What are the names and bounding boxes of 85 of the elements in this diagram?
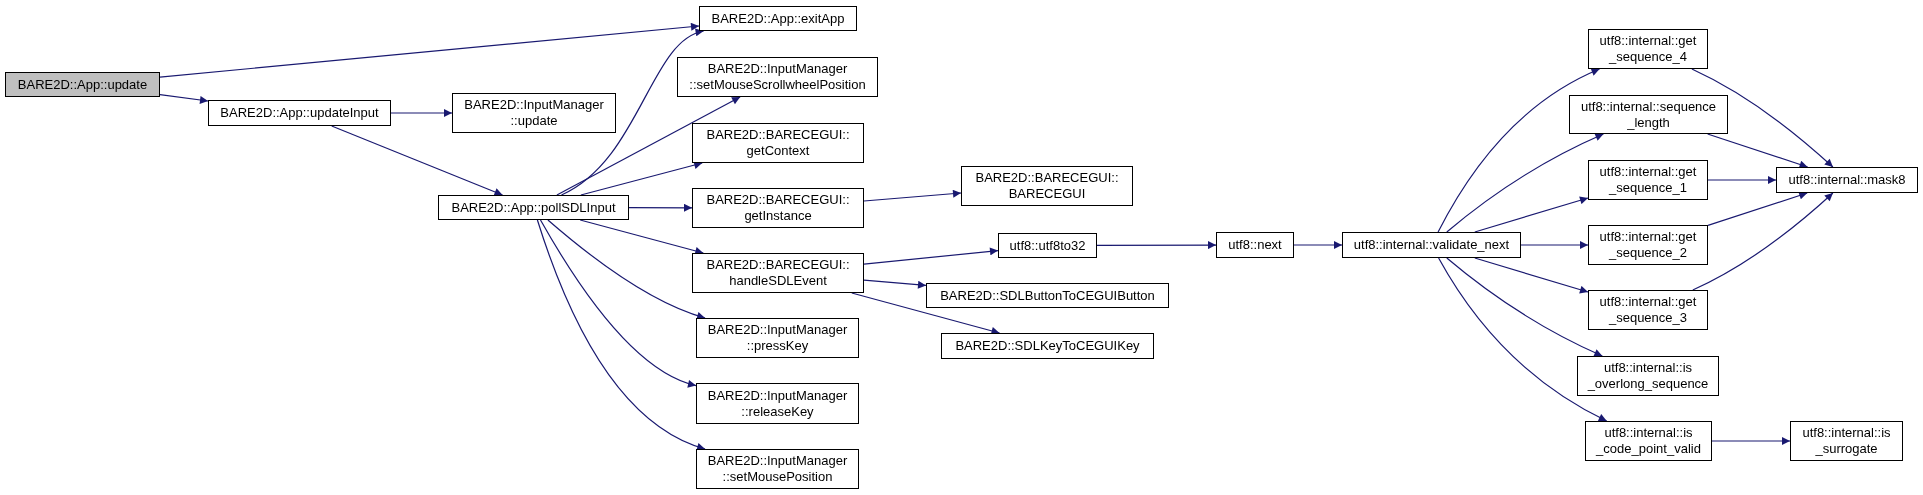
call-arrow	[628, 203, 693, 212]
function-box	[438, 195, 629, 220]
function-box	[699, 6, 857, 31]
function-name: BARE2D::InputManager ::setMouseScrollwheelPosition	[688, 61, 867, 93]
function-box	[926, 283, 1169, 308]
function-name: BARE2D::InputManager ::update	[463, 97, 605, 129]
call-arrow	[560, 29, 705, 196]
call-arrow	[1707, 133, 1809, 169]
function-name: BARE2D::SDLButtonToCEGUIButton	[940, 287, 1155, 304]
function-box	[1588, 160, 1708, 200]
call-arrow	[1711, 437, 1791, 445]
call-arrow	[331, 125, 504, 196]
call-arrow	[1707, 176, 1777, 184]
function-name: BARE2D::App::updateInput	[220, 105, 379, 121]
function-box	[998, 233, 1097, 258]
function-name: utf8::internal::sequence _length	[1579, 98, 1718, 131]
function-box	[1577, 356, 1719, 396]
call-arrow	[863, 279, 927, 289]
function-box	[1216, 232, 1294, 258]
call-arrow	[1293, 241, 1343, 249]
function-box	[692, 253, 864, 293]
function-box	[1588, 225, 1708, 265]
call-arrow	[1096, 241, 1217, 250]
call-arrow	[556, 96, 741, 196]
function-box	[677, 57, 878, 97]
function-box	[1585, 421, 1712, 461]
function-box	[692, 123, 864, 163]
call-arrow	[1692, 192, 1834, 291]
function-box	[1588, 290, 1708, 330]
call-arrow	[536, 219, 706, 451]
call-arrow	[547, 219, 706, 320]
function-name: BARE2D::BARECEGUI:: handleSDLEvent	[705, 257, 851, 289]
function-box	[1790, 421, 1903, 461]
function-name: utf8::internal::is _surrogate	[1801, 425, 1892, 457]
call-arrow	[1474, 196, 1589, 233]
function-name: BARE2D::SDLKeyToCEGUIKey	[955, 338, 1140, 354]
call-arrow	[1707, 191, 1808, 226]
call-arrow	[1520, 241, 1589, 249]
function-name: utf8::internal::mask8	[1788, 172, 1906, 188]
call-arrow	[851, 292, 1001, 335]
function-name: utf8::next	[1228, 237, 1282, 253]
call-arrow	[1438, 257, 1608, 422]
function-name: BARE2D::BARECEGUI:: getContext	[705, 127, 851, 159]
call-arrow	[1474, 257, 1589, 294]
call-arrow	[1446, 133, 1604, 233]
function-name: BARE2D::App::exitApp	[711, 10, 845, 27]
function-name: utf8::internal::get _sequence_3	[1598, 294, 1698, 326]
function-box	[1588, 29, 1708, 69]
function-name: BARE2D::InputManager ::releaseKey	[706, 387, 849, 420]
call-arrow	[580, 161, 703, 196]
function-name: utf8::internal::validate_next	[1353, 237, 1510, 253]
function-box	[1776, 167, 1918, 193]
call-arrow	[159, 22, 700, 78]
call-arrow	[159, 94, 209, 104]
call-arrow	[579, 219, 704, 255]
function-name: utf8::internal::get _sequence_4	[1598, 33, 1698, 65]
function-name: BARE2D::InputManager ::pressKey	[706, 322, 849, 354]
function-box	[941, 333, 1154, 359]
call-arrow	[539, 219, 697, 388]
call-arrow	[863, 247, 999, 265]
function-name: utf8::internal::get _sequence_1	[1598, 164, 1698, 196]
function-box	[5, 72, 160, 97]
call-arrow	[863, 189, 962, 202]
function-name: BARE2D::App::pollSDLInput	[451, 199, 616, 216]
function-name: BARE2D::BARECEGUI:: BARECEGUI	[974, 170, 1120, 202]
function-box	[1569, 95, 1728, 134]
function-box	[961, 166, 1133, 206]
function-box	[692, 188, 864, 228]
function-name: utf8::internal::get _sequence_2	[1598, 229, 1698, 261]
function-box	[1342, 232, 1521, 258]
call-arrow	[1437, 68, 1601, 233]
function-box	[696, 318, 859, 358]
function-name: utf8::internal::is _overlong_sequence	[1586, 360, 1710, 392]
function-box	[452, 93, 616, 133]
call-arrow	[1691, 68, 1834, 168]
function-name: utf8::utf8to32	[1009, 237, 1086, 254]
call-arrow	[1446, 257, 1603, 357]
call-arrow	[390, 109, 453, 117]
function-box	[696, 449, 859, 489]
function-name: utf8::internal::is _code_point_valid	[1594, 425, 1702, 457]
function-name: BARE2D::App::update	[17, 76, 148, 93]
function-box	[696, 383, 859, 424]
function-box	[208, 100, 391, 126]
function-name: BARE2D::InputManager ::setMousePosition	[706, 453, 849, 485]
function-name: BARE2D::BARECEGUI:: getInstance	[705, 192, 851, 224]
